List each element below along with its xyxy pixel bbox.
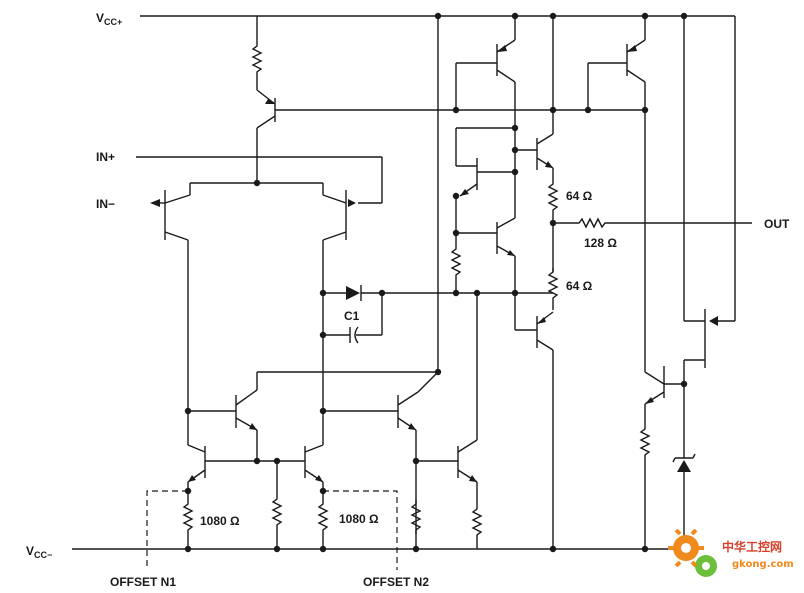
driver-stage (451, 12, 752, 553)
watermark-cn: 中华工控网 (722, 539, 782, 554)
protection-stage (584, 12, 736, 553)
current-mirror (183, 289, 482, 553)
mid-stage (184, 12, 442, 549)
in-minus-label: IN− (96, 197, 115, 211)
r-top-label: 64 Ω (566, 189, 593, 203)
r-offset-right-label: 1080 Ω (339, 512, 379, 526)
c1-label: C1 (344, 309, 360, 323)
gkong-watermark: 中华工控网 gkong.com (668, 528, 794, 577)
in-plus-label: IN+ (96, 150, 115, 164)
r-series-label: 128 Ω (584, 236, 617, 250)
r-offset-left-label: 1080 Ω (200, 514, 240, 528)
offset-n2-link (323, 490, 398, 570)
gear-icon (668, 528, 717, 577)
offset-n1-label: OFFSET N1 (110, 575, 176, 589)
out-label: OUT (764, 217, 790, 231)
input-stage (136, 16, 645, 411)
vcc-plus-label: VCC+ (96, 11, 122, 27)
vcc-minus-label: VCC− (26, 544, 52, 560)
watermark-site: gkong.com (732, 559, 794, 570)
r-bottom-label: 64 Ω (566, 279, 593, 293)
offset-n2-label: OFFSET N2 (363, 575, 429, 589)
offset-n1-link (146, 490, 188, 570)
